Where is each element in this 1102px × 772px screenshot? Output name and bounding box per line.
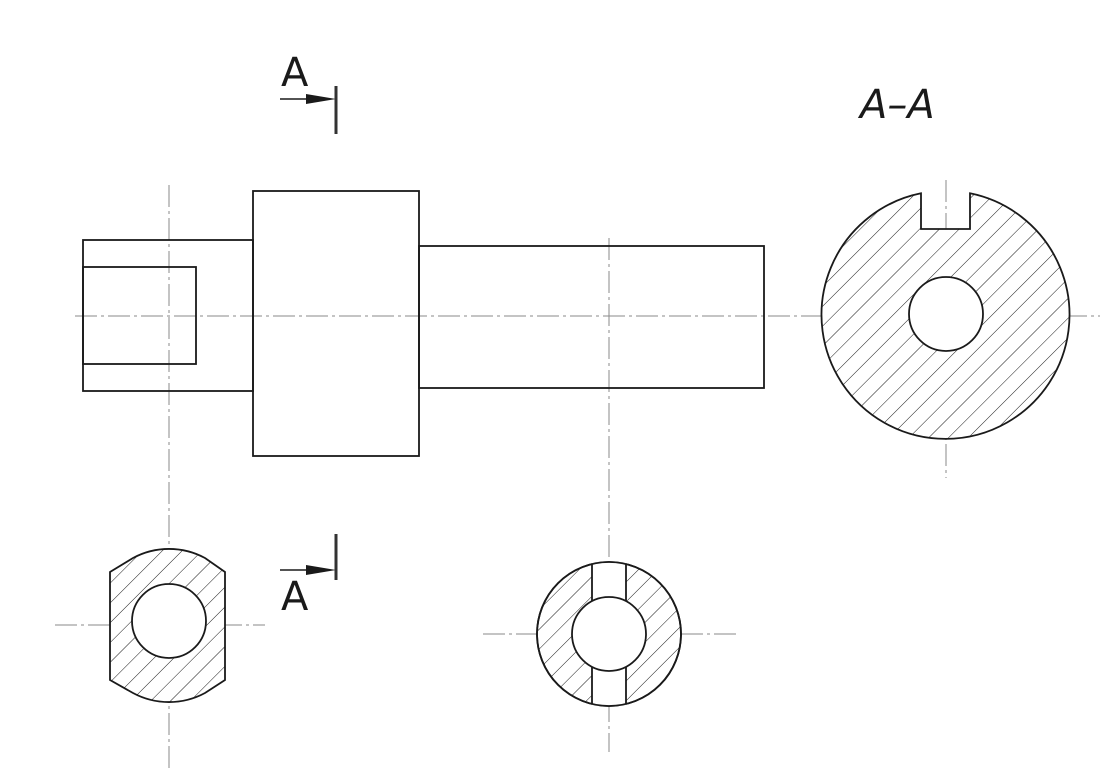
right-shaft <box>418 245 765 389</box>
cutting-plane-bottom-label: A <box>281 574 309 620</box>
cutting-plane-top-arrow-head <box>306 94 336 104</box>
left-section-view <box>109 548 226 703</box>
middle-section-outline <box>536 561 682 707</box>
section-aa-bore <box>908 276 984 352</box>
cutting-plane-top-label: A <box>281 50 309 96</box>
central-collar <box>252 190 420 457</box>
middle-section-bore <box>571 596 647 672</box>
cutting-plane-top: A <box>280 50 338 134</box>
cutting-plane-bottom: A <box>280 534 338 620</box>
left-section-bore <box>131 583 207 659</box>
left-end-slot <box>82 266 197 365</box>
section-aa-title: A–A <box>857 82 935 128</box>
middle-section-view <box>536 561 682 707</box>
front-view <box>82 190 765 457</box>
section-aa-view: A–A <box>820 82 1071 440</box>
cutting-plane-bottom-arrow-head <box>306 565 336 575</box>
